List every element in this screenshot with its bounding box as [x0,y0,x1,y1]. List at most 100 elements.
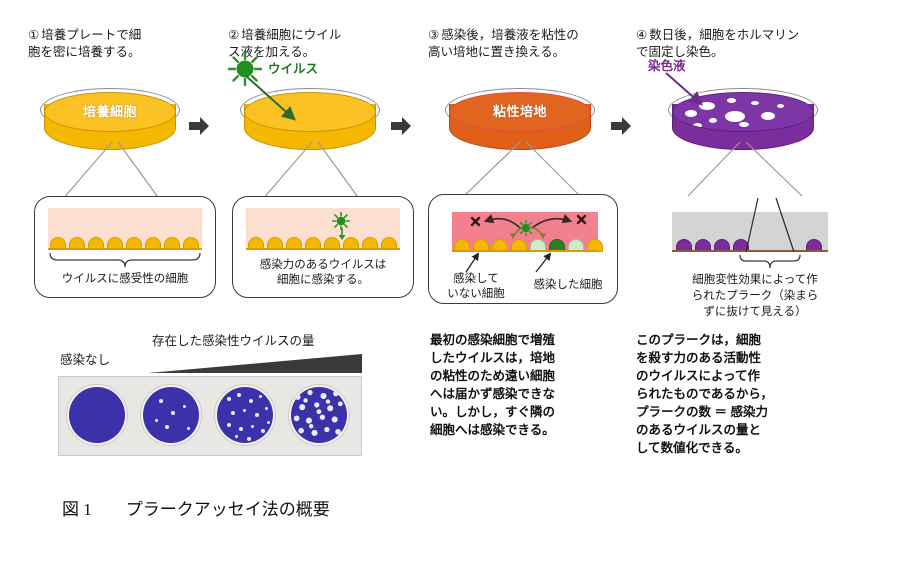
inset-caption-4: 細胞変性効果によって作 られたプラーク（染まら ずに抜けて見える） [691,274,819,318]
plaque-gap-indicator [745,197,795,253]
flow-arrow-2-to-3 [391,117,411,135]
step-heading-text-4: 数日後，細胞をホルマリン で固定し染色。 [636,28,800,59]
culture-surface-2 [246,248,400,250]
blocked-spread-arrows [470,214,587,229]
dish-plaque [727,98,736,103]
plaque-spot [155,419,158,422]
plaque-spot [187,427,190,430]
brace-4 [739,254,801,269]
well-few-plaques[interactable] [140,384,202,446]
plaque-spot [243,409,246,412]
flow-arrow-1-to-2 [189,117,209,135]
step-number-2: ② [228,28,240,42]
plaque-spot [251,425,254,428]
well-no-plaques[interactable] [66,384,128,446]
virus-small-icon [332,212,350,230]
plaque-spot [237,393,241,397]
plaque-spot [235,435,238,438]
petri-dish-2 [240,88,380,154]
body-text-step-3: 最初の感染細胞で増殖 したウイルスは，培地 の粘性のため遠い細胞 へは届かず感染… [430,333,556,437]
petri-dish-1: 培養細胞 [40,88,180,154]
plaque-spot [159,399,163,403]
inset3-pointer-arrows [465,252,552,273]
well-stain [217,387,273,443]
plaque-spot [259,439,262,442]
dish-plaque [709,118,717,123]
plaque-spot [183,405,186,408]
inset-connector-1 [61,141,161,201]
cell-strip-2 [246,208,400,250]
plaque-spot [247,437,251,441]
stain-arrow [665,72,703,106]
body-text-step-4: このプラークは，細胞 を殺す力のある活動性 のウイルスによって作 られたものであ… [636,333,774,455]
gradient-label: 存在した感染性ウイルスの量 [152,334,315,348]
inset-caption-2: 感染力のあるウイルスは 細胞に感染する。 [259,259,387,286]
well-stain [143,387,199,443]
plaque-spot [227,397,231,401]
cell-monolayer-3 [452,238,603,252]
plaque-spot [231,411,235,415]
well-stain [69,387,125,443]
step-number-1: ① [28,28,40,42]
virus-label: ウイルス [268,62,319,76]
plaque-spot [261,429,265,433]
virus-replicating-icon [518,220,534,236]
step-heading-text-2: 培養細胞にウイル ス液を加える。 [228,28,342,59]
dish-surface-2 [244,92,376,132]
cell-strip-1 [48,208,202,250]
dish-plaque [739,122,749,127]
inset-connector-3 [463,141,581,197]
cell-strip-3 [452,212,603,252]
virus-amount-gradient-triangle [148,354,362,373]
inset-connector-2 [261,141,361,201]
cell-monolayer-2 [246,236,400,250]
dish-plaque [693,123,702,128]
plaque-spot [165,425,169,429]
brace-1 [49,252,201,268]
plaque-assay-photo [58,376,362,456]
culture-surface-1 [48,248,202,250]
inset-caption-3-left: 感染して いない細胞 [447,273,505,300]
dish-surface-3 [449,92,591,132]
stain-solution-label: 染色液 [648,59,686,73]
plaque-spot [265,407,268,410]
inset-caption-3-right: 感染した細胞 [533,279,603,291]
dish-plaque [777,104,784,108]
plaque-spot [239,427,243,431]
dish-plaque [761,112,775,120]
dish-label-1: 培養細胞 [82,104,137,119]
no-infection-label: 感染なし [60,353,111,367]
well-many-plaques[interactable] [288,384,350,446]
step-number-4: ④ [636,28,648,42]
culture-surface-3 [452,250,598,252]
flow-arrow-3-to-4 [611,117,631,135]
inset-connector-4 [687,141,803,197]
step-heading-text-1: 培養プレートで細 胞を密に培養する。 [28,28,142,59]
plaque-spot [255,413,259,417]
virus-injection-arrow [245,75,296,121]
inset-caption-1: ウイルスに感受性の細胞 [61,273,189,285]
dish-plaque [699,102,715,110]
figure-caption: 図 1 プラークアッセイ法の概要 [62,500,330,519]
dish-plaque [725,111,745,122]
plaque-spot [249,399,253,403]
plaque-spot [259,395,262,398]
step-number-3: ③ [428,28,440,42]
plaque-spot [171,411,175,415]
cell-strip-4 [672,212,828,252]
confluent-plaque-field [291,387,347,443]
dish-plaque [751,101,759,105]
step-heading-text-3: 感染後，培養液を粘性の 高い培地に置き換える。 [428,28,579,59]
petri-dish-3: 粘性培地 [445,88,595,154]
culture-surface-4 [672,250,828,252]
virus-starburst-icon [228,52,262,86]
dish-plaque [685,110,697,117]
plaque-spot [267,421,270,424]
dish-surface-1 [44,92,176,132]
virus-entry-arrow [338,228,346,240]
well-more-plaques[interactable] [214,384,276,446]
